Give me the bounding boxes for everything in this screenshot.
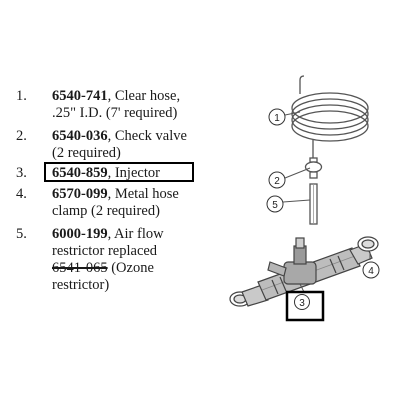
callout-label-2: 2 [274,176,280,187]
callout-1: 1 [268,108,286,126]
part-number-index: 4. [16,186,27,202]
part-description-cont: (2 required) [52,145,121,161]
part-description-cont: restrictor replaced [52,243,158,259]
check-valve [304,157,323,179]
callout-label-4: 4 [368,266,374,277]
callout-4: 4 [362,261,380,279]
part-description-cont: clamp (2 required) [52,203,160,219]
part-number-index: 1. [16,88,27,104]
part-number: 6540-859 [52,165,108,181]
part-number-index: 5. [16,226,27,242]
part-description-cont: .25" I.D. (7' required) [52,105,178,121]
callout-3: 3 [285,290,325,322]
leader-lines [282,111,371,293]
obsolete-description: (Ozone [107,260,154,276]
part-number-index: 3. [16,165,27,181]
part-number: 6000-199 [52,226,108,242]
obsolete-part-number: 6541-065 [52,260,108,276]
injector-body [229,236,379,307]
part-description: , Clear hose, [107,88,181,104]
callout-label-3: 3 [299,298,305,309]
part-description: , Metal hose [107,186,179,202]
part-number: 6540-036 [52,128,108,144]
callout-5: 5 [266,195,284,213]
air-flow-restrictor [309,183,318,225]
part-description: , Check valve [107,128,187,144]
part-description: , Injector [107,165,160,181]
part-number: 6540-741 [52,88,108,104]
callout-2: 2 [268,171,286,189]
part-description: , Air flow [107,226,164,242]
callout-label-1: 1 [274,113,280,124]
part-number-index: 2. [16,128,27,144]
part-number: 6570-099 [52,186,108,202]
injector-highlight-box [44,162,194,182]
obsolete-description-cont: restrictor) [52,277,110,293]
clear-hose-coil [291,75,369,158]
callout-label-5: 5 [272,200,278,211]
parts-list: 1. 6540-741, Clear hose,.25" I.D. (7' re… [16,88,194,293]
